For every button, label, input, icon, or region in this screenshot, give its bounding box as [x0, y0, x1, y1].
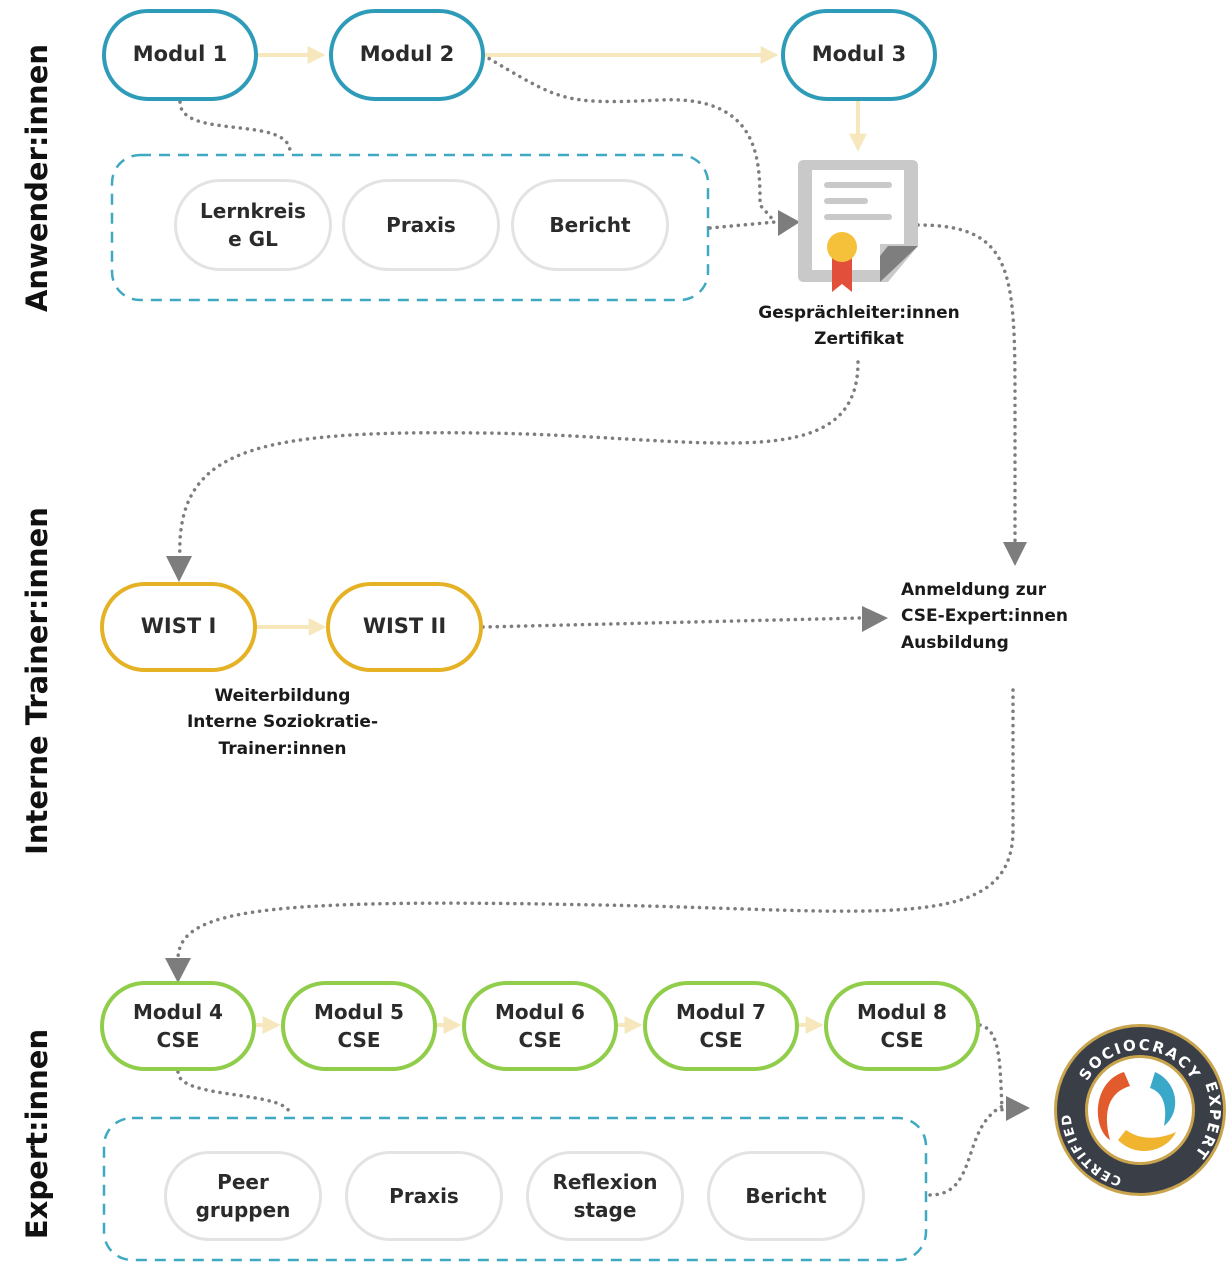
arrowhead-to-certificate	[778, 210, 800, 236]
activity-bericht-expert[interactable]: Bericht	[707, 1151, 865, 1241]
activity-bericht[interactable]: Bericht	[511, 179, 669, 271]
module-modul-7-cse[interactable]: Modul 7 CSE	[643, 981, 799, 1071]
activity-peer-gruppen[interactable]: Peer gruppen	[164, 1151, 322, 1241]
dotted-certificate-to-wist1	[178, 360, 860, 562]
dotted-wist2-to-registration	[481, 616, 862, 629]
arrowhead-wist2-to-registration	[862, 606, 888, 632]
module-modul-5-cse[interactable]: Modul 5 CSE	[281, 981, 437, 1071]
activity-reflexionstage[interactable]: Reflexion stage	[526, 1151, 684, 1241]
lane-label-expert: Expert:innen	[20, 1028, 54, 1240]
module-modul-3[interactable]: Modul 3	[781, 9, 937, 101]
module-wist-2[interactable]: WIST II	[326, 582, 483, 672]
dotted-registration-to-modul4	[176, 688, 1015, 960]
lane-label-anwender: Anwender:innen	[20, 43, 54, 313]
registration-label: Anmeldung zur CSE-Expert:innen Ausbildun…	[901, 580, 1068, 653]
arrowhead-to-registration	[1003, 542, 1027, 566]
module-wist-1[interactable]: WIST I	[100, 582, 257, 672]
arrowhead-to-badge	[1006, 1096, 1030, 1121]
activity-praxis[interactable]: Praxis	[342, 179, 500, 271]
expert-activity-group	[102, 1116, 928, 1262]
module-modul-2[interactable]: Modul 2	[329, 9, 485, 101]
certificate-label: Gesprächleiter:innen Zertifikat	[758, 303, 960, 350]
arrowhead-to-modul4	[165, 958, 191, 983]
anwender-activity-group	[110, 153, 710, 302]
certificate-icon	[798, 160, 918, 292]
dotted-modul8-to-badge	[978, 1023, 1004, 1112]
sociocracy-expert-badge-icon: SOCIOCRACY EXPERT CERTIFIED	[1054, 1024, 1226, 1196]
module-modul-4-cse[interactable]: Modul 4 CSE	[100, 981, 256, 1071]
activity-praxis-expert[interactable]: Praxis	[345, 1151, 503, 1241]
module-modul-8-cse[interactable]: Modul 8 CSE	[824, 981, 980, 1071]
lane-label-interne: Interne Trainer:innen	[20, 507, 54, 855]
wist-caption: Weiterbildung Interne Soziokratie- Train…	[186, 686, 379, 759]
dotted-certificate-to-registration	[916, 223, 1017, 544]
dotted-activities-to-certificate	[708, 220, 777, 230]
dotted-modul4-to-activities	[176, 1070, 292, 1117]
dotted-activities-to-badge	[928, 1103, 1007, 1197]
arrowhead-to-wist1	[166, 556, 192, 582]
module-modul-1[interactable]: Modul 1	[102, 9, 258, 101]
activity-lernkreis-gl[interactable]: Lernkreis e GL	[174, 179, 332, 271]
dotted-modul1-to-activities	[178, 100, 292, 154]
module-modul-6-cse[interactable]: Modul 6 CSE	[462, 981, 618, 1071]
